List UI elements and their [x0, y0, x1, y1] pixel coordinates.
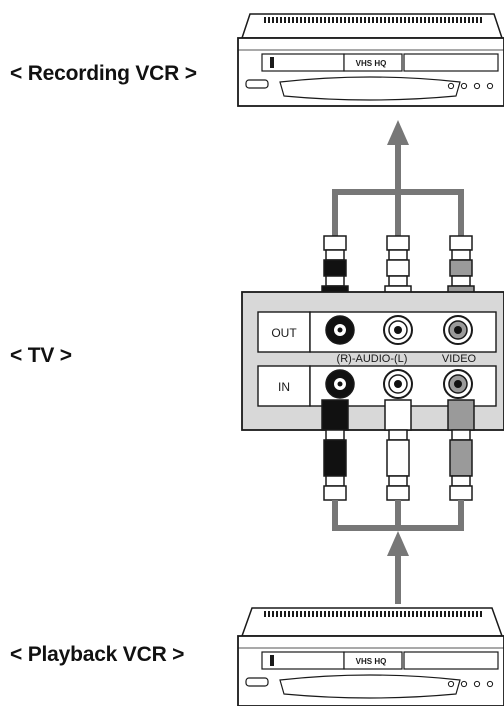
out-label-box — [257, 311, 311, 353]
arrow-up-icon — [387, 531, 409, 604]
playback-vcr-label: < Playback VCR > — [10, 643, 185, 666]
in-jack-audio-r — [325, 369, 355, 399]
out-jack-video — [443, 315, 473, 345]
output-cables — [332, 189, 464, 236]
audio-label: (R)-AUDIO-(L) — [337, 353, 408, 365]
playback-vcr: VHS HQ — [237, 607, 504, 706]
tv-jack-panel: OUT (R)-AUDIO-(L) VIDEO — [241, 291, 504, 431]
in-label: IN — [278, 380, 290, 394]
vcr-badge: VHS HQ — [356, 59, 387, 68]
in-plug-video — [447, 399, 475, 501]
tv-label: < TV > — [10, 344, 72, 367]
out-label: OUT — [271, 326, 297, 340]
in-plug-r — [321, 399, 349, 501]
in-jack-audio-l — [383, 369, 413, 399]
arrow-up-icon — [387, 120, 409, 192]
in-jack-video — [443, 369, 473, 399]
in-plug-l — [384, 399, 412, 501]
recording-vcr: VHS HQ — [237, 13, 504, 107]
input-cables — [332, 500, 464, 531]
vcr-badge: VHS HQ — [356, 657, 387, 666]
video-label: VIDEO — [442, 353, 477, 365]
recording-vcr-label: < Recording VCR > — [10, 62, 197, 85]
in-label-box — [257, 365, 311, 407]
out-jack-audio-l — [383, 315, 413, 345]
out-jack-audio-r — [325, 315, 355, 345]
